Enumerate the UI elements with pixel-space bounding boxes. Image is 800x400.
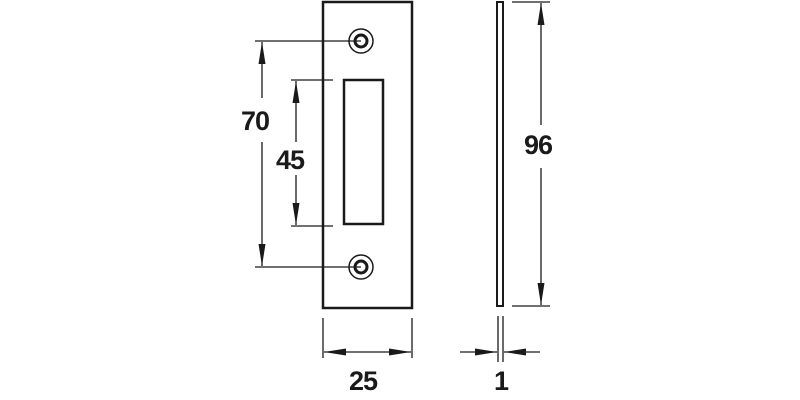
plate-height-dimension: [512, 1, 550, 307]
side-view: [496, 1, 504, 307]
rectangular-slot: [342, 78, 385, 226]
plate-width-label: 25: [349, 366, 378, 396]
slot-height-dimension: [291, 79, 333, 227]
plate-height-label: 96: [524, 130, 553, 160]
plate-profile: [496, 1, 504, 307]
front-view: [321, 0, 414, 310]
hole-spacing-dimension: [255, 40, 361, 268]
hole-spacing-label: 70: [241, 106, 270, 136]
plate-thickness-label: 1: [494, 366, 509, 396]
plate-outline: [321, 0, 414, 310]
plate-thickness-dimension: [460, 316, 540, 362]
plate-width-dimension: [322, 318, 413, 358]
slot-height-label: 45: [276, 145, 305, 175]
